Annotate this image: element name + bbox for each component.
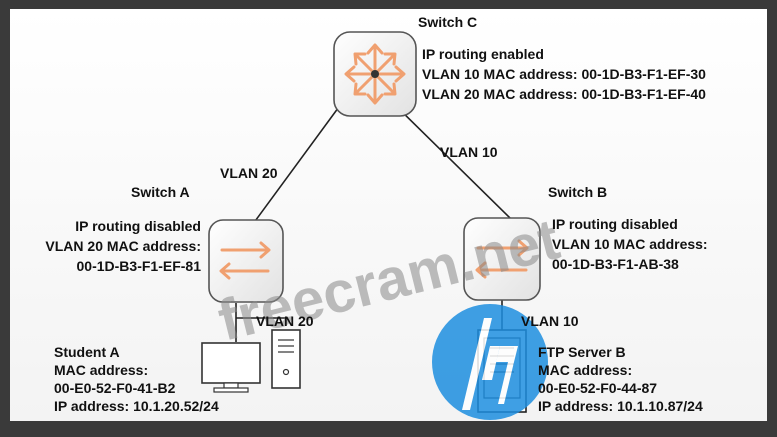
link-label: VLAN 20 — [256, 313, 314, 329]
student-a-line: 00-E0-52-F0-41-B2 — [54, 380, 176, 396]
link-label: VLAN 10 — [440, 144, 498, 160]
switch-c-name: Switch C — [418, 14, 477, 30]
hp-logo-watermark — [432, 304, 548, 420]
ftp-server-line: 00-E0-52-F0-44-87 — [538, 380, 657, 396]
switch-b-icon — [463, 217, 541, 301]
switch-a-icon — [208, 219, 284, 303]
ftp-server-line: MAC address: — [538, 362, 632, 378]
switch-b-line: 00-1D-B3-F1-AB-38 — [552, 256, 679, 272]
switch-a-name: Switch A — [131, 184, 190, 200]
switch-b-line: VLAN 10 MAC address: — [552, 236, 708, 252]
student-a-name: Student A — [54, 344, 120, 360]
switch-c-icon — [333, 31, 417, 117]
switch-c-line: VLAN 10 MAC address: 00-1D-B3-F1-EF-30 — [422, 66, 706, 82]
switch-a-line: VLAN 20 MAC address: — [45, 238, 201, 254]
link-label: VLAN 10 — [521, 313, 579, 329]
student-a-monitor-icon — [201, 342, 261, 393]
links — [235, 99, 511, 342]
student-a-tower-icon — [271, 329, 301, 389]
link-label: VLAN 20 — [220, 165, 278, 181]
switch-a-line: 00-1D-B3-F1-EF-81 — [77, 258, 202, 274]
switch-c-line: VLAN 20 MAC address: 00-1D-B3-F1-EF-40 — [422, 86, 706, 102]
switch-b-line: IP routing disabled — [552, 216, 678, 232]
ftp-server-name: FTP Server B — [538, 344, 626, 360]
link-c-to-b — [389, 99, 511, 219]
student-a-line: MAC address: — [54, 362, 148, 378]
student-a-line: IP address: 10.1.20.52/24 — [54, 398, 219, 414]
switch-a-line: IP routing disabled — [75, 218, 201, 234]
link-c-to-a — [249, 99, 345, 229]
switch-c-line: IP routing enabled — [422, 46, 544, 62]
switch-b-name: Switch B — [548, 184, 607, 200]
ftp-server-line: IP address: 10.1.10.87/24 — [538, 398, 703, 414]
